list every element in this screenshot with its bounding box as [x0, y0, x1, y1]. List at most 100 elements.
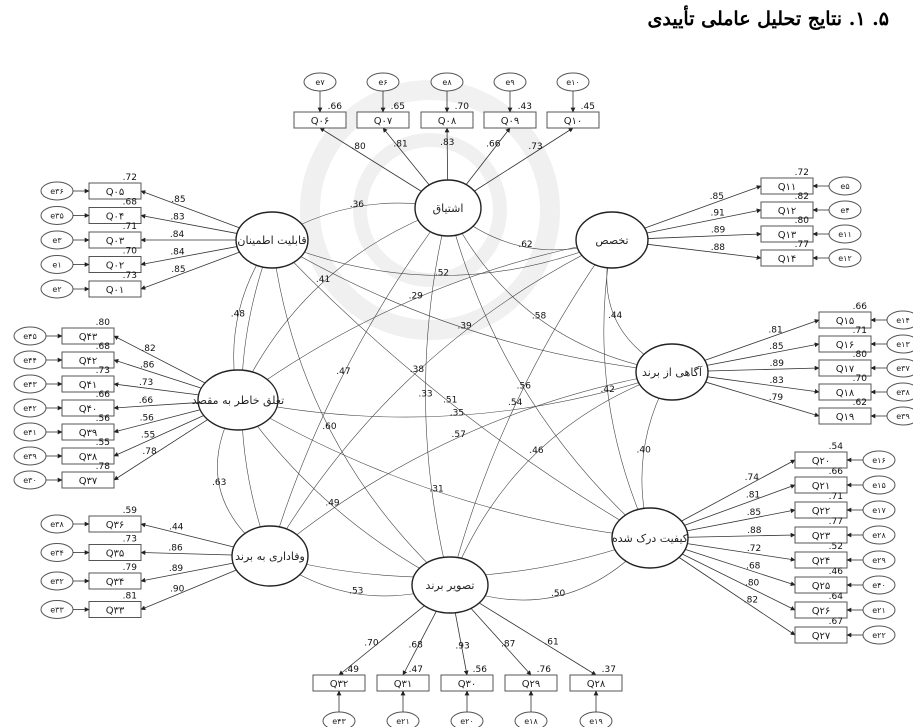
loading-label: .68: [746, 561, 761, 571]
error-label: e۳۸: [50, 520, 64, 529]
loading-label: .89: [770, 359, 785, 369]
r-squared-label: .79: [123, 563, 138, 573]
r-squared-label: .80: [853, 350, 868, 360]
error-label: e۲۹: [872, 556, 886, 565]
loading-label: .82: [744, 596, 758, 606]
error-label: e۱۵: [872, 481, 886, 490]
indicator-label: Q۰۹: [501, 116, 520, 127]
error-label: e۱۲: [838, 254, 852, 263]
indicator-label: Q۰۵: [106, 187, 125, 198]
indicator-label: Q۲۳: [812, 531, 831, 542]
error-label: e۷: [315, 78, 325, 87]
r-squared-label: .68: [123, 198, 138, 208]
error-label: e۳۸: [896, 388, 910, 397]
error-label: e۴۰: [872, 581, 886, 590]
indicator-label: Q۳۹: [79, 428, 98, 439]
loading-label: .66: [486, 140, 501, 150]
latent-label: تعلق خاطر به مقصد: [192, 394, 284, 408]
loading-label: .83: [170, 212, 184, 222]
error-label: e۱۹: [589, 717, 603, 726]
correlation-label: .36: [350, 200, 365, 210]
r-squared-label: .47: [409, 665, 423, 675]
loading-label: .66: [139, 396, 154, 406]
correlation-label: .31: [429, 484, 443, 494]
loading-label: .85: [747, 508, 761, 518]
loading-label: .82: [141, 344, 155, 354]
error-label: e۲۲: [872, 631, 886, 640]
error-label: e۴۲: [23, 404, 37, 413]
r-squared-label: .46: [829, 567, 844, 577]
indicator-label: Q۰۷: [374, 116, 393, 127]
error-label: e۱۶: [872, 456, 886, 465]
latent-label: کیفیت درک شده: [612, 532, 689, 545]
error-label: e۴۳: [332, 717, 346, 726]
loading-label: .81: [393, 140, 407, 150]
indicator-label: Q۰۱: [106, 285, 125, 296]
r-squared-label: .72: [795, 168, 809, 178]
indicator-label: Q۳۱: [394, 679, 413, 690]
r-squared-label: .59: [123, 506, 138, 516]
error-label: e۴۳: [23, 380, 37, 389]
loading-label: .81: [768, 325, 782, 335]
latent-label: قابلیت اطمینان: [237, 234, 306, 247]
indicator-label: Q۰۴: [106, 212, 125, 223]
indicator-label: Q۱۹: [836, 412, 855, 423]
r-squared-label: .49: [345, 665, 360, 675]
r-squared-label: .81: [123, 592, 137, 602]
r-squared-label: .45: [581, 102, 595, 112]
loading-label: .61: [544, 638, 558, 648]
indicator-label: Q۴۰: [79, 404, 98, 415]
indicator-label: Q۱۸: [836, 388, 855, 399]
loading-label: .85: [171, 195, 185, 205]
latent-awareness: آگاهی از برند: [635, 343, 709, 401]
error-label: e۳۶: [50, 187, 64, 196]
error-label: e۳۴: [50, 549, 64, 558]
loading-label: .70: [364, 639, 379, 649]
error-label: e۳۹: [23, 452, 37, 461]
loading-label: .86: [140, 361, 155, 371]
loading-label: .81: [746, 490, 760, 500]
indicator-label: Q۱۱: [778, 182, 797, 193]
loading-label: .55: [141, 431, 155, 441]
r-squared-label: .37: [602, 665, 616, 675]
error-label: e۳۰: [23, 476, 37, 485]
latent-attachment: تعلق خاطر به مقصد: [192, 369, 284, 431]
correlation-label: .58: [532, 312, 547, 322]
loading-label: .91: [710, 209, 724, 219]
error-label: e۶: [378, 78, 387, 87]
observed-indicators: Q۰۶e۷.66.80Q۰۷e۶.65.81Q۰۸e۸.70.83Q۰۹e۹.4…: [13, 72, 913, 727]
indicator-label: Q۲۷: [812, 631, 831, 642]
indicator-label: Q۰۶: [311, 116, 330, 127]
r-squared-label: .64: [829, 592, 844, 602]
indicator-label: Q۳۸: [79, 452, 98, 463]
error-label: e۹: [505, 78, 514, 87]
loading-label: .89: [169, 564, 184, 574]
error-label: e۱۳: [896, 340, 910, 349]
loading-label: .79: [769, 393, 784, 403]
loading-label: .90: [170, 584, 185, 594]
r-squared-label: .54: [829, 442, 844, 452]
loading-label: .88: [711, 243, 726, 253]
r-squared-label: .71: [829, 492, 843, 502]
loading-paths: [113, 127, 820, 676]
r-squared-label: .70: [123, 247, 138, 257]
